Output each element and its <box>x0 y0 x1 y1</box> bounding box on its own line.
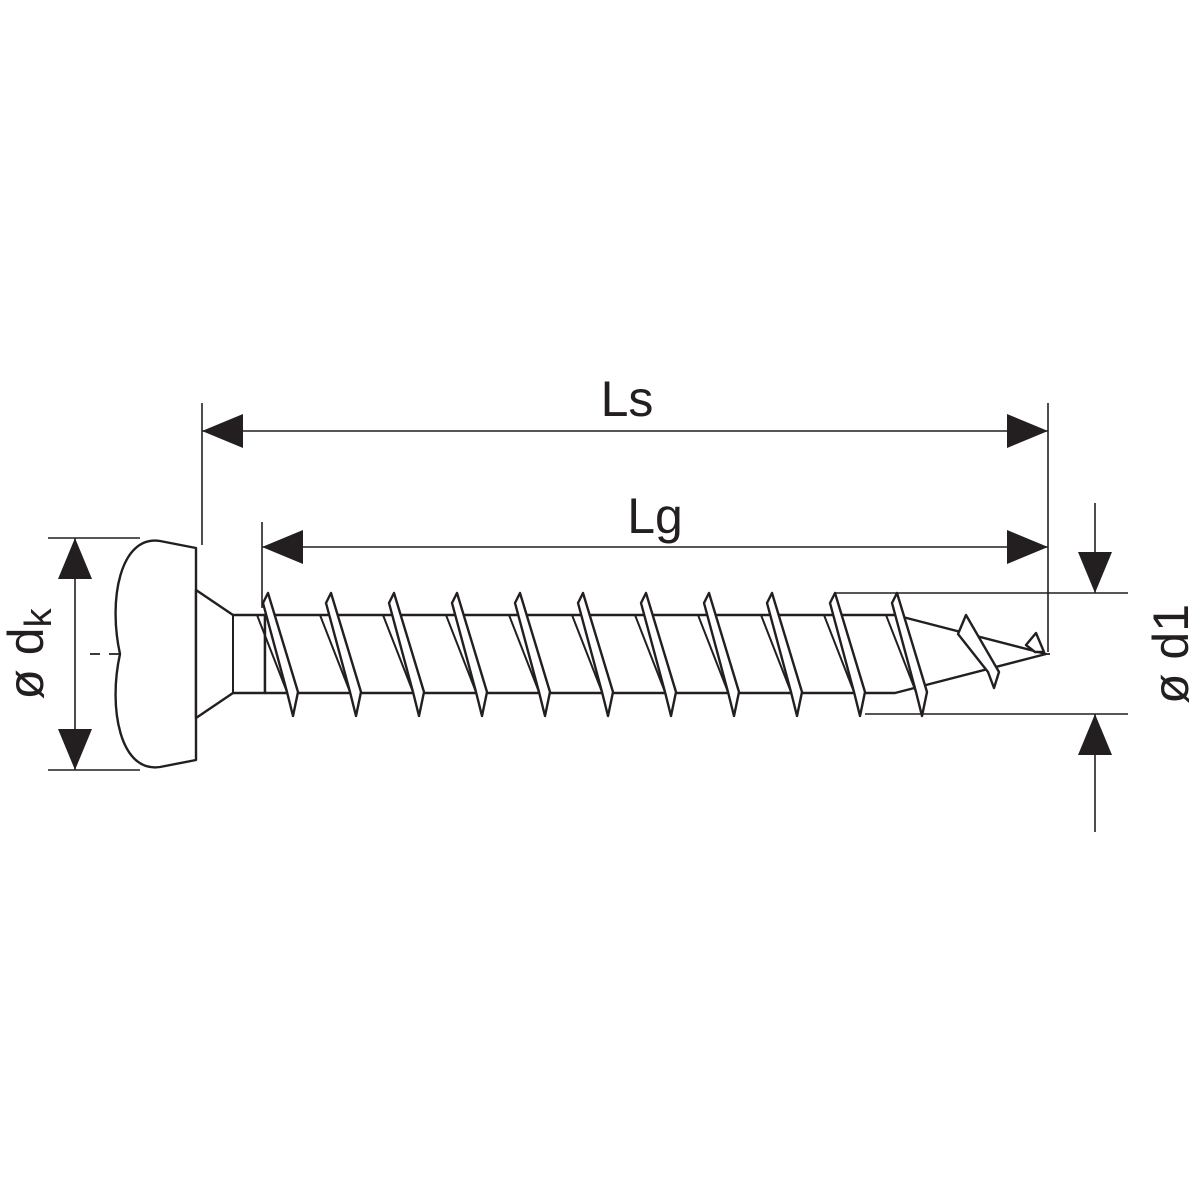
thread-flank <box>513 591 552 718</box>
thread-flank-edge <box>256 614 288 693</box>
thread-flank-edge <box>508 614 540 693</box>
thread-flank <box>387 591 426 718</box>
thread-flank <box>828 591 867 718</box>
thread-flank <box>450 591 489 718</box>
thread-flank <box>261 591 300 718</box>
thread-tip-flank <box>956 613 1001 690</box>
thread-flank <box>702 591 741 718</box>
thread-flank-edge <box>697 614 729 693</box>
thread-flank-edge <box>885 614 917 693</box>
thread-flank <box>324 591 363 718</box>
thread-flank-edge <box>823 614 855 693</box>
thread-flank-edge <box>382 614 414 693</box>
ls-arrow-right <box>1007 414 1048 448</box>
lg-label: Lg <box>627 488 683 544</box>
thread-flank <box>576 591 615 718</box>
thread-flank-edge <box>445 614 477 693</box>
lg-arrow-right <box>1007 530 1048 564</box>
screw-neck <box>194 588 267 720</box>
thread-tip-flank <box>1024 631 1046 654</box>
lg-arrow-left <box>262 530 303 564</box>
thread-flank <box>765 591 804 718</box>
thread-flank-edge <box>634 614 666 693</box>
dk-label-subscript: k <box>18 607 60 627</box>
screw-head <box>114 539 198 769</box>
thread-flank <box>639 591 678 718</box>
ls-arrow-left <box>202 414 243 448</box>
ls-label: Ls <box>601 371 654 427</box>
thread-flank-edge <box>319 614 351 693</box>
d1-label: ø d1 <box>1143 604 1199 704</box>
thread-flank-edge <box>571 614 603 693</box>
thread-flank-edge <box>760 614 792 693</box>
thread-flanks <box>256 591 1046 718</box>
dk-arrow-top <box>58 538 92 579</box>
dk-label-main: ø d <box>0 627 54 699</box>
thread-flank <box>890 591 929 718</box>
dk-label: ø dk <box>0 607 60 699</box>
d1-arrow-bottom <box>1078 714 1112 755</box>
dk-arrow-bottom <box>58 729 92 770</box>
d1-arrow-top <box>1078 552 1112 593</box>
